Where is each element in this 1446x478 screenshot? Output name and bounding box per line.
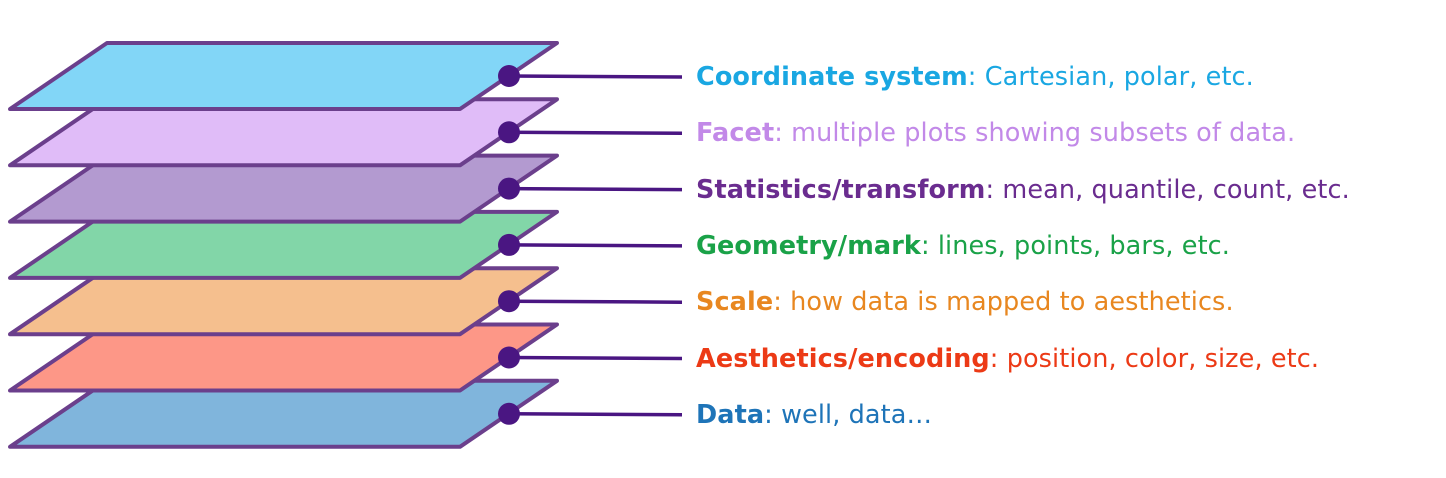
layer-description: lines, points, bars, etc.: [937, 230, 1230, 261]
layer-separator: :: [967, 62, 985, 92]
connector-line: [508, 299, 683, 304]
layer-label: Aesthetics/encoding: position, color, si…: [696, 344, 1319, 374]
connector-line: [508, 74, 683, 79]
connector-line: [508, 130, 683, 136]
connector-dot: [498, 402, 520, 425]
layer-name: Facet: [696, 118, 775, 149]
layer-description: position, color, size, etc.: [1006, 343, 1320, 374]
connector-dot: [498, 65, 520, 87]
layer-label: Geometry/mark: lines, points, bars, etc.: [696, 231, 1230, 261]
layer-description: Cartesian, polar, etc.: [984, 62, 1254, 92]
layer-group: [8, 322, 683, 393]
layer-name: Coordinate system: [696, 62, 968, 92]
connector-dot: [498, 121, 520, 144]
layer-separator: :: [773, 287, 791, 318]
layer-label: Facet: multiple plots showing subsets of…: [696, 118, 1295, 148]
layer-description: well, data…: [781, 399, 933, 430]
layer-name: Scale: [696, 287, 774, 318]
connector-dot: [498, 177, 520, 200]
layer-separator: :: [920, 230, 938, 261]
connector-line: [508, 186, 683, 192]
layer-name: Aesthetics/encoding: [696, 343, 990, 374]
layer-description: mean, quantile, count, etc.: [1002, 174, 1350, 205]
layer-name: Statistics/transform: [696, 174, 986, 205]
layer-group: [8, 41, 683, 111]
layer-separator: :: [774, 118, 792, 149]
connector-line: [508, 355, 683, 361]
layer-label: Statistics/transform: mean, quantile, co…: [696, 175, 1350, 205]
connector-dot: [498, 233, 520, 256]
layer-label: Coordinate system: Cartesian, polar, etc…: [696, 62, 1254, 92]
layer-description: multiple plots showing subsets of data.: [791, 118, 1296, 149]
layer-description: how data is mapped to aesthetics.: [790, 287, 1234, 318]
layer-plane: [8, 41, 559, 111]
layer-separator: :: [989, 343, 1007, 374]
layer-label: Scale: how data is mapped to aesthetics.: [696, 287, 1234, 317]
layer-separator: :: [985, 174, 1003, 205]
layer-separator: :: [764, 399, 782, 430]
connector-dot: [498, 290, 520, 313]
connector-line: [508, 243, 683, 248]
connector-line: [508, 412, 683, 417]
layer-name: Data: [696, 399, 765, 430]
connector-dot: [498, 346, 520, 369]
layer-name: Geometry/mark: [696, 230, 921, 261]
layer-label: Data: well, data…: [696, 400, 932, 430]
